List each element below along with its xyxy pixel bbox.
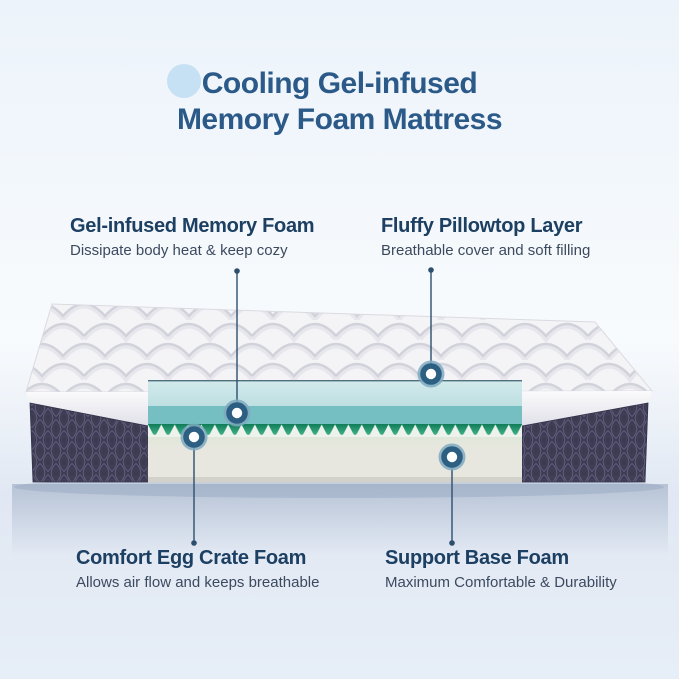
mattress-top-quilt bbox=[25, 303, 654, 393]
callout-pillowtop-heading: Fluffy Pillowtop Layer bbox=[381, 215, 583, 237]
callout-gel-body: Dissipate body heat & keep cozy bbox=[70, 242, 288, 259]
layer-gel-foam-front bbox=[148, 406, 522, 424]
callout-eggcrate-heading: Comfort Egg Crate Foam bbox=[76, 547, 307, 569]
title-accent-circle bbox=[167, 64, 201, 98]
line-dot-gel bbox=[234, 268, 240, 274]
layer-marker-base bbox=[438, 443, 466, 471]
callout-gel-memory-foam: Gel-infused Memory Foam Dissipate body h… bbox=[70, 214, 315, 261]
layer-marker-eggcrate bbox=[180, 423, 208, 451]
line-dot-pillowtop bbox=[428, 267, 434, 273]
layer-egg-crate-teeth bbox=[148, 424, 522, 437]
line-dot-eggcrate bbox=[191, 540, 197, 546]
floor-shadow bbox=[12, 476, 668, 556]
layer-gel-foam-top bbox=[148, 381, 522, 406]
callout-gel-heading: Gel-infused Memory Foam bbox=[70, 215, 315, 237]
callout-support-base-foam: Support Base Foam Maximum Comfortable & … bbox=[385, 546, 617, 593]
callout-base-body: Maximum Comfortable & Durability bbox=[385, 574, 617, 591]
callout-lines bbox=[193, 271, 453, 543]
layer-marker-pillowtop bbox=[417, 360, 445, 388]
line-dot-base bbox=[449, 540, 455, 546]
callout-egg-crate-foam: Comfort Egg Crate Foam Allows air flow a… bbox=[76, 546, 319, 593]
callout-eggcrate-body: Allows air flow and keeps breathable bbox=[76, 574, 320, 591]
page-title: Cooling Gel-infused Memory Foam Mattress bbox=[0, 66, 679, 138]
callout-pillowtop-layer: Fluffy Pillowtop Layer Breathable cover … bbox=[381, 214, 590, 261]
page-title-line2: Memory Foam Mattress bbox=[176, 103, 503, 136]
callout-pillowtop-body: Breathable cover and soft filling bbox=[381, 242, 591, 259]
layer-marker-gel bbox=[223, 399, 251, 427]
layer-base-foam-edge bbox=[148, 477, 522, 483]
cutaway-top-edge bbox=[148, 380, 522, 382]
callout-base-heading: Support Base Foam bbox=[385, 547, 569, 569]
page-title-line1: Cooling Gel-infused bbox=[201, 67, 478, 100]
callout-line-dots bbox=[191, 267, 455, 546]
